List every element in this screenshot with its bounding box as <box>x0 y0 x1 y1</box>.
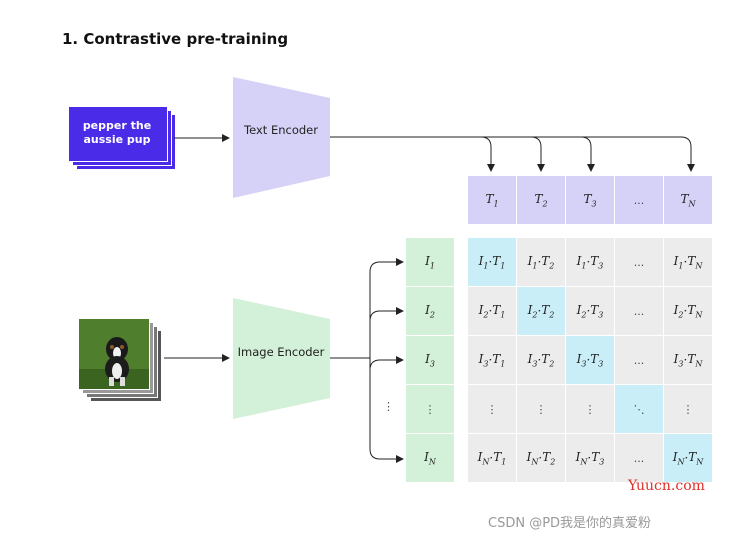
similarity-cell-3-3: I3·T3 <box>566 336 614 384</box>
similarity-cell-1-3: I1·T3 <box>566 238 614 286</box>
image-encoder-shape <box>233 298 330 419</box>
text-embedding-4: ... <box>615 176 663 224</box>
text-embedding-5: TN <box>664 176 712 224</box>
text-input-caption: pepper the aussie pup <box>82 119 152 146</box>
side-dots: ⋮ <box>383 400 394 413</box>
image-arrow-3 <box>369 356 404 371</box>
image-embedding-4: ⋮ <box>406 385 454 433</box>
text-embedding-2: T2 <box>517 176 565 224</box>
image-embedding-5: IN <box>406 434 454 482</box>
similarity-cell-1-1: I1·T1 <box>468 238 516 286</box>
similarity-cell-1-2: I1·T2 <box>517 238 565 286</box>
similarity-cell-2-1: I2·T1 <box>468 287 516 335</box>
text-arrow-1 <box>480 136 495 172</box>
similarity-cell-5-5: IN·TN <box>664 434 712 482</box>
text-embedding-3: T3 <box>566 176 614 224</box>
similarity-cell-2-3: I2·T3 <box>566 287 614 335</box>
similarity-cell-4-4: ⋱ <box>615 385 663 433</box>
text-card-front <box>68 106 168 162</box>
text-encoder-label: Text Encoder <box>244 123 318 137</box>
similarity-cell-3-2: I3·T2 <box>517 336 565 384</box>
dog-photo <box>78 318 150 390</box>
image-embedding-1: I1 <box>406 238 454 286</box>
similarity-cell-5-4: ... <box>615 434 663 482</box>
text-encoder-shape <box>233 77 330 198</box>
image-arrow-n <box>369 448 404 463</box>
similarity-cell-2-4: ... <box>615 287 663 335</box>
page-title: 1. Contrastive pre-training <box>62 30 289 48</box>
similarity-cell-5-2: IN·T2 <box>517 434 565 482</box>
similarity-cell-3-4: ... <box>615 336 663 384</box>
similarity-cell-4-3: ⋮ <box>566 385 614 433</box>
similarity-cell-3-1: I3·T1 <box>468 336 516 384</box>
similarity-cell-4-5: ⋮ <box>664 385 712 433</box>
similarity-cell-4-2: ⋮ <box>517 385 565 433</box>
text-arrow-2 <box>530 136 545 172</box>
text-embedding-1: T1 <box>468 176 516 224</box>
similarity-cell-2-2: I2·T2 <box>517 287 565 335</box>
image-embedding-3: I3 <box>406 336 454 384</box>
image-encoder-label: Image Encoder <box>237 345 325 359</box>
text-bus <box>330 136 695 172</box>
image-arrow-2 <box>369 307 404 322</box>
similarity-cell-5-3: IN·T3 <box>566 434 614 482</box>
text-arrow-3 <box>580 136 595 172</box>
similarity-cell-4-1: ⋮ <box>468 385 516 433</box>
similarity-cell-1-5: I1·TN <box>664 238 712 286</box>
image-arrow-1 <box>369 258 404 273</box>
dog-image-icon <box>79 319 149 389</box>
similarity-cell-5-1: IN·T1 <box>468 434 516 482</box>
watermark: Yuucn.com <box>628 478 705 494</box>
similarity-cell-3-5: I3·TN <box>664 336 712 384</box>
similarity-cell-1-4: ... <box>615 238 663 286</box>
source-credit: CSDN @PD我是你的真爱粉 <box>488 516 652 531</box>
similarity-cell-2-5: I2·TN <box>664 287 712 335</box>
image-embedding-2: I2 <box>406 287 454 335</box>
